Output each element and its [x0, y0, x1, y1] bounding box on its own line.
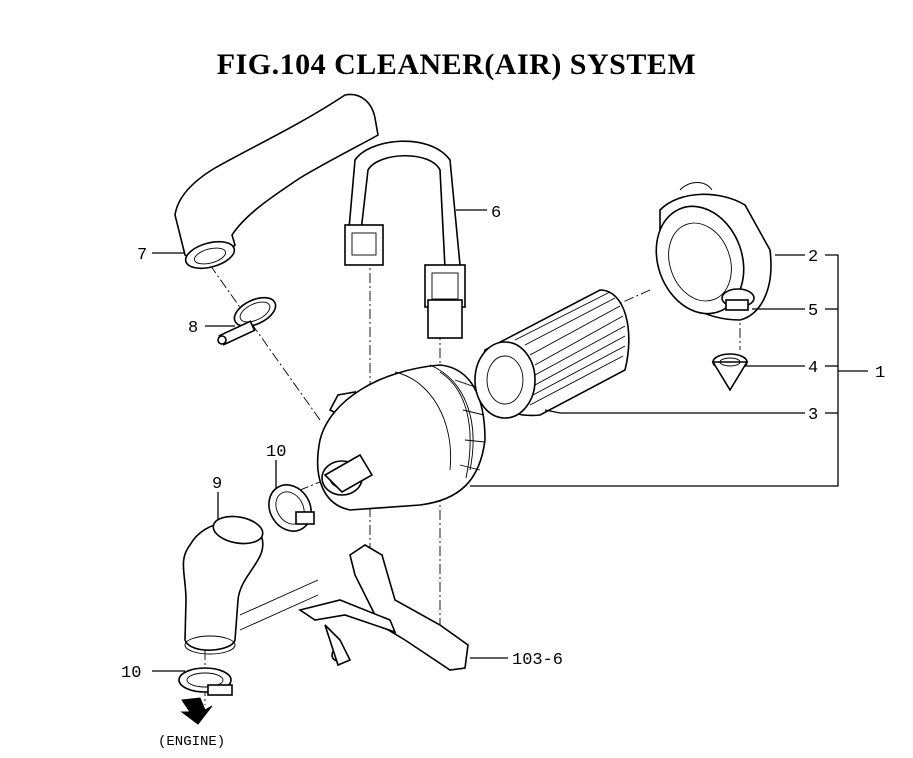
upper-intake-hose	[174, 93, 379, 270]
filter-element	[474, 289, 630, 419]
figure-title: FIG.104 CLEANER(AIR) SYSTEM	[216, 48, 697, 81]
alignment-lines	[204, 255, 741, 705]
lower-intake-hose	[182, 515, 264, 655]
mounting-strap	[344, 140, 466, 339]
callout-labels: 1 2 3 4 5 6 7 8 9 10 10 103-6	[121, 204, 885, 683]
cleaner-cover	[655, 182, 772, 321]
callout-2: 2	[808, 248, 818, 267]
callout-1: 1	[875, 364, 885, 383]
callout-10-middle: 10	[266, 443, 286, 462]
callout-8: 8	[188, 319, 198, 338]
callout-9: 9	[212, 475, 222, 494]
hose-clamp-lower	[178, 667, 233, 696]
callout-10-lower: 10	[121, 664, 141, 683]
callout-103-6: 103-6	[512, 651, 563, 670]
hose-clamp-middle	[268, 484, 315, 532]
leader-lines	[152, 209, 868, 672]
hose-clamp-upper	[217, 296, 277, 346]
callout-7: 7	[137, 246, 147, 265]
engine-label: (ENGINE)	[158, 734, 225, 750]
dust-valve	[711, 353, 749, 392]
air-cleaner-body	[316, 364, 486, 511]
callout-3: 3	[808, 406, 818, 425]
callout-6: 6	[491, 204, 501, 223]
callout-5: 5	[808, 302, 818, 321]
callout-4: 4	[808, 359, 818, 378]
cover-clip	[721, 288, 755, 311]
engine-arrow	[180, 697, 213, 725]
mounting-bracket	[239, 544, 469, 671]
